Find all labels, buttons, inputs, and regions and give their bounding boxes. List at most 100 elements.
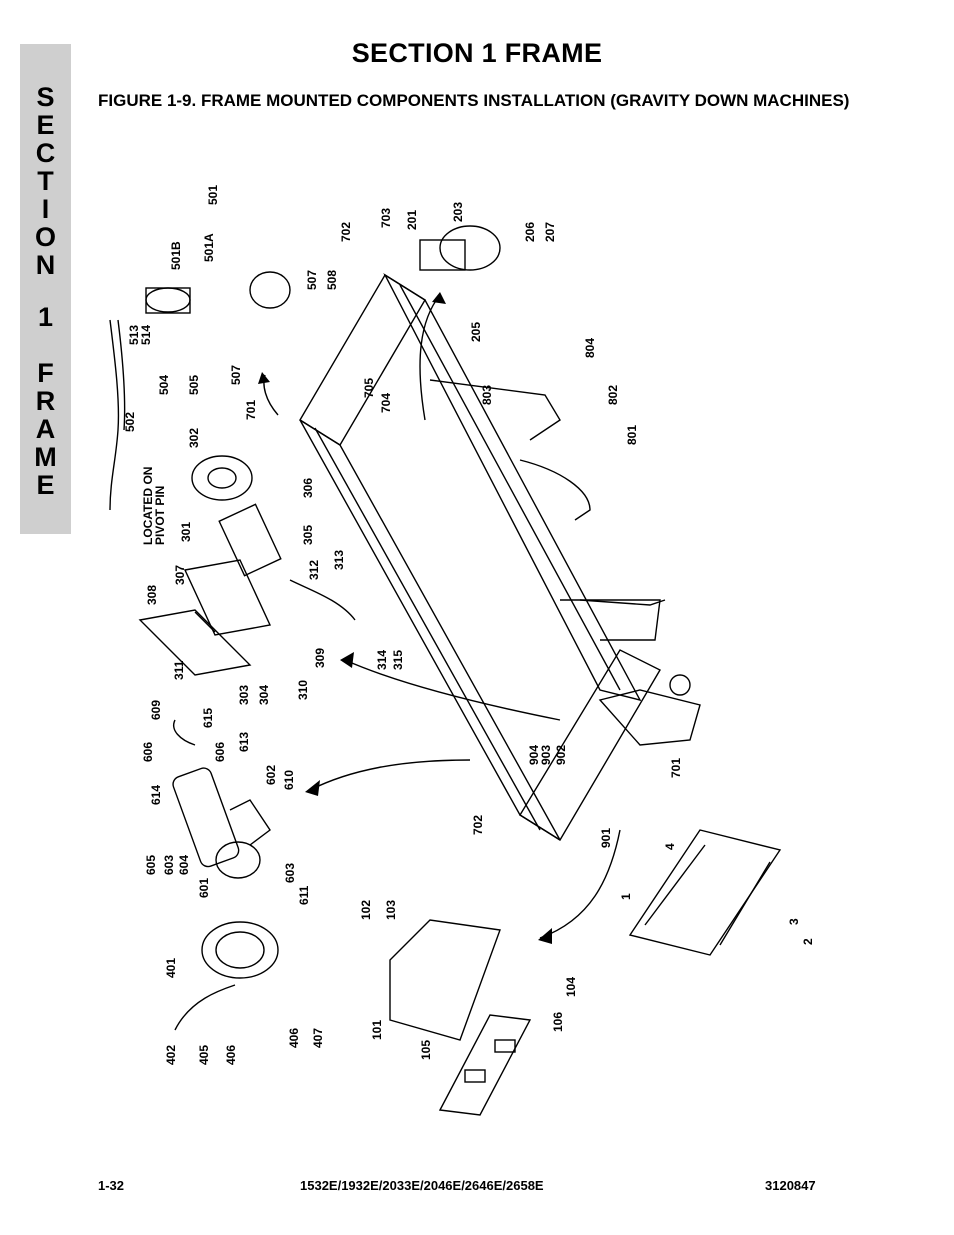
callout-number: 803	[480, 385, 494, 405]
callout-number: 614	[149, 785, 163, 805]
callout-number: 507	[229, 365, 243, 385]
callout-number: 206	[523, 222, 537, 242]
callout-number: 407	[311, 1028, 325, 1048]
callout-number: 505	[187, 375, 201, 395]
callout-number: 308	[145, 585, 159, 605]
callout-number: 603	[162, 855, 176, 875]
page-number: 1-32	[98, 1178, 125, 1193]
callout-number: 405	[197, 1045, 211, 1065]
callout-number: 302	[187, 428, 201, 448]
callout-number: 602	[264, 765, 278, 785]
callout-number: 203	[451, 202, 465, 222]
callout-number: 307	[173, 565, 187, 585]
callout-number: 801	[625, 425, 639, 445]
side-tab-letter: C	[35, 138, 56, 168]
callout-number: 902	[554, 745, 568, 765]
step-ladder	[628, 829, 782, 956]
side-tab-letter: F	[37, 358, 54, 388]
callout-number: 605	[144, 855, 158, 875]
callout-number: 603	[283, 863, 297, 883]
callout-number: 705	[362, 378, 376, 398]
callout-number: 513	[127, 325, 141, 345]
side-tab-letter: O	[34, 222, 56, 252]
callout-number: 105	[419, 1040, 433, 1060]
callout-number: 704	[379, 393, 393, 413]
side-tab-letter: A	[35, 414, 56, 444]
side-tab-letter: 1	[37, 302, 54, 332]
side-tab-letter: S	[36, 82, 55, 112]
model-list: 1532E/1932E/2033E/2046E/2646E/2658E	[300, 1178, 544, 1193]
callout-number: 406	[224, 1045, 238, 1065]
callout-number: 613	[237, 732, 251, 752]
callout-number: 314	[375, 650, 389, 670]
side-tab-letter: I	[41, 194, 50, 224]
callout-number: 615	[201, 708, 215, 728]
section-title: SECTION 1 FRAME	[351, 38, 603, 68]
callout-number: 701	[669, 758, 683, 778]
callout-number: 2	[801, 938, 815, 945]
callout-number: 303	[237, 685, 251, 705]
callout-number: 304	[257, 685, 271, 705]
callout-number: 315	[391, 650, 405, 670]
sensor-ring	[191, 455, 253, 501]
callout-number: 106	[551, 1012, 565, 1032]
callout-number: 205	[469, 322, 483, 342]
callout-number: 802	[606, 385, 620, 405]
document-number: 3120847	[765, 1178, 816, 1193]
callout-number: 804	[583, 338, 597, 358]
callout-number: 104	[564, 977, 578, 997]
sensor-body	[218, 503, 282, 577]
callout-number: 514	[139, 325, 153, 345]
callout-number: 305	[301, 525, 315, 545]
callout-number: 309	[313, 648, 327, 668]
callout-number: 601	[197, 878, 211, 898]
callout-number: 201	[405, 210, 419, 230]
callout-number: 103	[384, 900, 398, 920]
callout-number: 508	[325, 270, 339, 290]
callout-number: 904	[527, 745, 541, 765]
callout-number: 702	[339, 222, 353, 242]
frame-left-side	[299, 419, 561, 841]
frame-right-side	[383, 273, 642, 702]
callout-number: 312	[307, 560, 321, 580]
horn	[201, 921, 279, 979]
callout-number: 406	[287, 1028, 301, 1048]
callout-number: 703	[379, 208, 393, 228]
side-tab-letter: R	[35, 386, 56, 416]
callout-number: 102	[359, 900, 373, 920]
callout-number: 101	[370, 1020, 384, 1040]
callout-number: 507	[305, 270, 319, 290]
section-side-tab: S E C T I O N 1 F R A M E	[20, 44, 71, 534]
callout-number: 701	[244, 400, 258, 420]
side-tab-letter: E	[36, 470, 55, 500]
callout-number: 402	[164, 1045, 178, 1065]
motor-body	[172, 767, 240, 868]
note-text: PIVOT PIN	[153, 486, 167, 545]
callout-number: 501B	[169, 241, 183, 270]
callout-number: 702	[471, 815, 485, 835]
frame-bottom-plate	[519, 649, 661, 841]
callout-number: 609	[149, 700, 163, 720]
callout-number: 610	[282, 770, 296, 790]
callout-number: 903	[539, 745, 553, 765]
callout-number: 501A	[202, 233, 216, 262]
callout-number: 604	[177, 855, 191, 875]
note-layer: LOCATED ON PIVOT PIN	[141, 467, 167, 545]
callout-number: 501	[206, 185, 220, 205]
callout-number: 611	[297, 885, 311, 905]
side-tab-letter: E	[36, 110, 55, 140]
callout-number: 901	[599, 828, 613, 848]
side-tab-letter: N	[35, 250, 56, 280]
callout-number: 606	[141, 742, 155, 762]
callout-number: 310	[296, 680, 310, 700]
battery-box	[389, 919, 501, 1041]
beacon	[145, 287, 191, 313]
figure-title: FIGURE 1-9. FRAME MOUNTED COMPONENTS INS…	[98, 91, 850, 110]
callout-number: 504	[157, 375, 171, 395]
side-tab-letter: T	[37, 166, 54, 196]
callout-number: 4	[663, 843, 677, 850]
callout-number: 311	[172, 660, 186, 680]
frame-top-rail	[299, 274, 426, 446]
